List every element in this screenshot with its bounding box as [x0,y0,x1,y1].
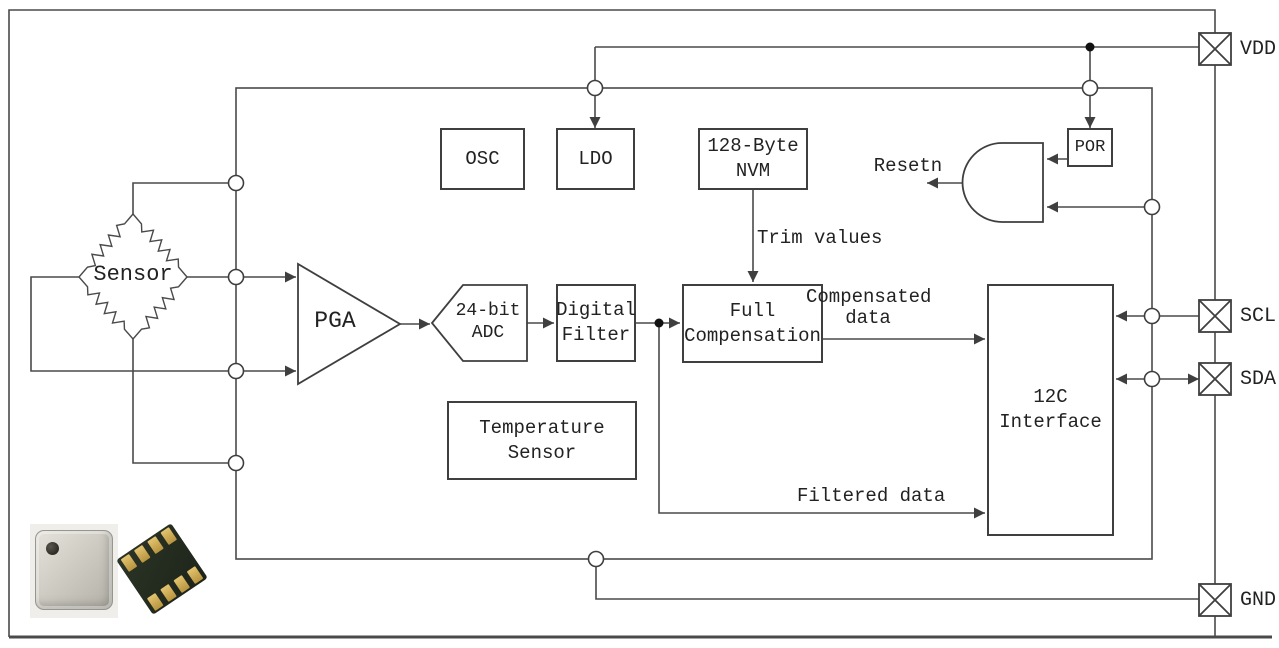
scl-pin-label: SCL [1240,305,1277,328]
vdd-pad-icon [1198,32,1232,66]
resetn-label: Resetn [873,155,943,177]
filtered-data-line [658,323,985,519]
full-compensation-line1: Full [729,299,776,322]
vent-hole [46,542,59,555]
gold-pad [173,574,191,594]
bridge-resistor [132,213,188,278]
scl-pad-icon [1198,299,1232,333]
i2c-interface-block: 12C Interface [987,284,1114,536]
and-gate [961,142,1044,223]
gold-pad [120,553,138,572]
i2c-interface-line2: Interface [999,411,1102,433]
outer-border-top-left [8,9,1216,637]
por-block: POR [1067,128,1113,167]
compensated-data-line2: data [845,307,891,329]
metal-lid [35,530,113,610]
digital-filter-block: Digital Filter [556,284,636,362]
osc-label: OSC [465,147,500,170]
gold-pad [147,536,164,555]
gnd-return-line [595,559,1199,600]
gold-pad [160,527,178,546]
temperature-sensor-line1: Temperature [479,416,605,439]
i2c-interface-line1: 12C [1033,386,1068,408]
wheatstone-bridge [78,213,188,340]
gold-pad [146,592,164,611]
bridge-resistor [78,213,134,278]
pga-label: PGA [314,308,356,334]
nvm-block: 128-Byte NVM [698,128,808,190]
pad-connection-circles [227,79,1161,568]
gnd-pad-icon [1198,583,1232,617]
nvm-label-line2: NVM [735,160,771,182]
vdd-pin-label: VDD [1240,38,1277,61]
nvm-label-line1: 128-Byte [707,135,799,157]
trim-values-label: Trim values [757,227,883,249]
por-label: POR [1074,138,1106,157]
gold-pad [160,583,177,602]
bridge-top-wire [132,182,236,214]
pga-amplifier-triangle [297,262,402,386]
adc-label-line2: ADC [471,323,505,343]
compensated-data-label: Compensated data [806,286,932,329]
adc-pentagon [430,284,528,362]
sensor-bridge-label: Sensor [93,262,173,287]
full-compensation-line2: Compensation [684,324,821,347]
compensated-data-line1: Compensated [806,286,932,308]
gold-pad [186,566,204,585]
sda-pad-icon [1198,362,1232,396]
temperature-sensor-block: Temperature Sensor [447,401,637,480]
adc-label: 24-bit ADC [445,300,531,344]
gold-pad [133,544,151,564]
ldo-label: LDO [578,147,613,170]
digital-filter-line2: Filter [561,324,631,346]
filtered-data-label: Filtered data [797,485,946,507]
bridge-bottom-wire [132,339,236,464]
ldo-block: LDO [556,128,635,190]
adc-label-line1: 24-bit [455,301,521,321]
package-photo-top-view [30,524,118,618]
bridge-resistor [78,276,134,340]
bridge-left-wire [30,276,296,377]
osc-block: OSC [440,128,525,190]
package-photo-bottom-view [116,514,208,624]
pcb-substrate [116,523,208,615]
junction-dots [654,42,1095,328]
sda-pin-label: SDA [1240,368,1277,391]
gnd-pin-label: GND [1240,589,1277,612]
digital-filter-line1: Digital [556,299,636,321]
temperature-sensor-line2: Sensor [507,441,577,464]
bridge-resistor [132,276,188,340]
full-compensation-block: Full Compensation [682,284,823,363]
